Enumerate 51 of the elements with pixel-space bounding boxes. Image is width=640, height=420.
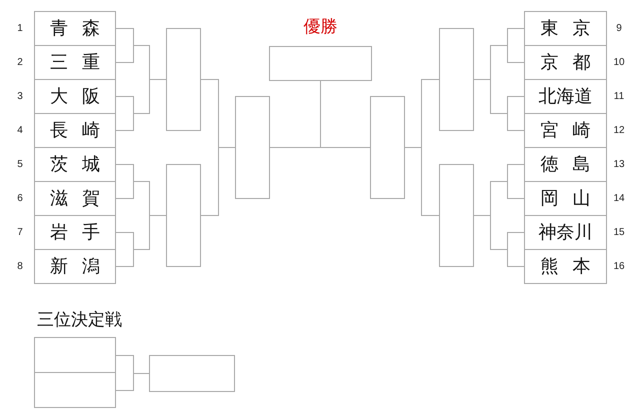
team-box: 岡山 (524, 181, 607, 216)
result-box (166, 28, 201, 131)
bracket-line (200, 147, 236, 216)
team-box: 大阪 (34, 79, 116, 114)
seed-number: 6 (17, 192, 23, 204)
seed-number: 10 (613, 56, 625, 68)
team-box: 北海道 (524, 79, 607, 114)
team-box: 徳島 (524, 147, 607, 182)
seed-number: 8 (17, 260, 23, 272)
bracket-line (474, 79, 524, 131)
team-box: 茨城 (34, 147, 116, 182)
seed-number: 12 (613, 124, 625, 136)
seed-number: 7 (17, 226, 23, 238)
seed-number: 9 (616, 22, 622, 34)
seed-number: 15 (613, 226, 625, 238)
seed-number: 1 (17, 22, 23, 34)
seed-number: 2 (17, 56, 23, 68)
section-heading: 三位決定戦 (37, 310, 122, 330)
team-box: 京都 (524, 45, 607, 80)
team-slot-box (34, 337, 116, 373)
seed-number: 13 (613, 158, 625, 170)
bracket-line (474, 215, 524, 267)
bracket-line (320, 80, 370, 148)
team-box: 三重 (34, 45, 116, 80)
team-box: 宮崎 (524, 113, 607, 148)
result-box (166, 164, 201, 267)
team-box: 東京 (524, 11, 607, 46)
bracket-line (116, 373, 150, 391)
team-box: 青森 (34, 11, 116, 46)
result-box (439, 164, 474, 267)
team-box: 熊本 (524, 249, 607, 284)
seed-number: 4 (17, 124, 23, 136)
team-slot-box (34, 372, 116, 408)
seed-number: 11 (614, 90, 624, 102)
seed-number: 3 (17, 90, 23, 102)
result-box (370, 96, 405, 199)
bracket-line (116, 79, 166, 131)
champion-heading: 優勝 (304, 17, 338, 37)
team-box: 神奈川 (524, 215, 607, 250)
bracket-line (116, 215, 166, 267)
result-box (235, 96, 270, 199)
team-box: 岩手 (34, 215, 116, 250)
bracket-line (404, 147, 440, 216)
team-box: 長崎 (34, 113, 116, 148)
team-box: 新潟 (34, 249, 116, 284)
seed-number: 16 (613, 260, 625, 272)
seed-number: 5 (17, 158, 23, 170)
team-box: 滋賀 (34, 181, 116, 216)
result-box (439, 28, 474, 131)
seed-number: 14 (613, 192, 625, 204)
result-box (149, 355, 235, 392)
